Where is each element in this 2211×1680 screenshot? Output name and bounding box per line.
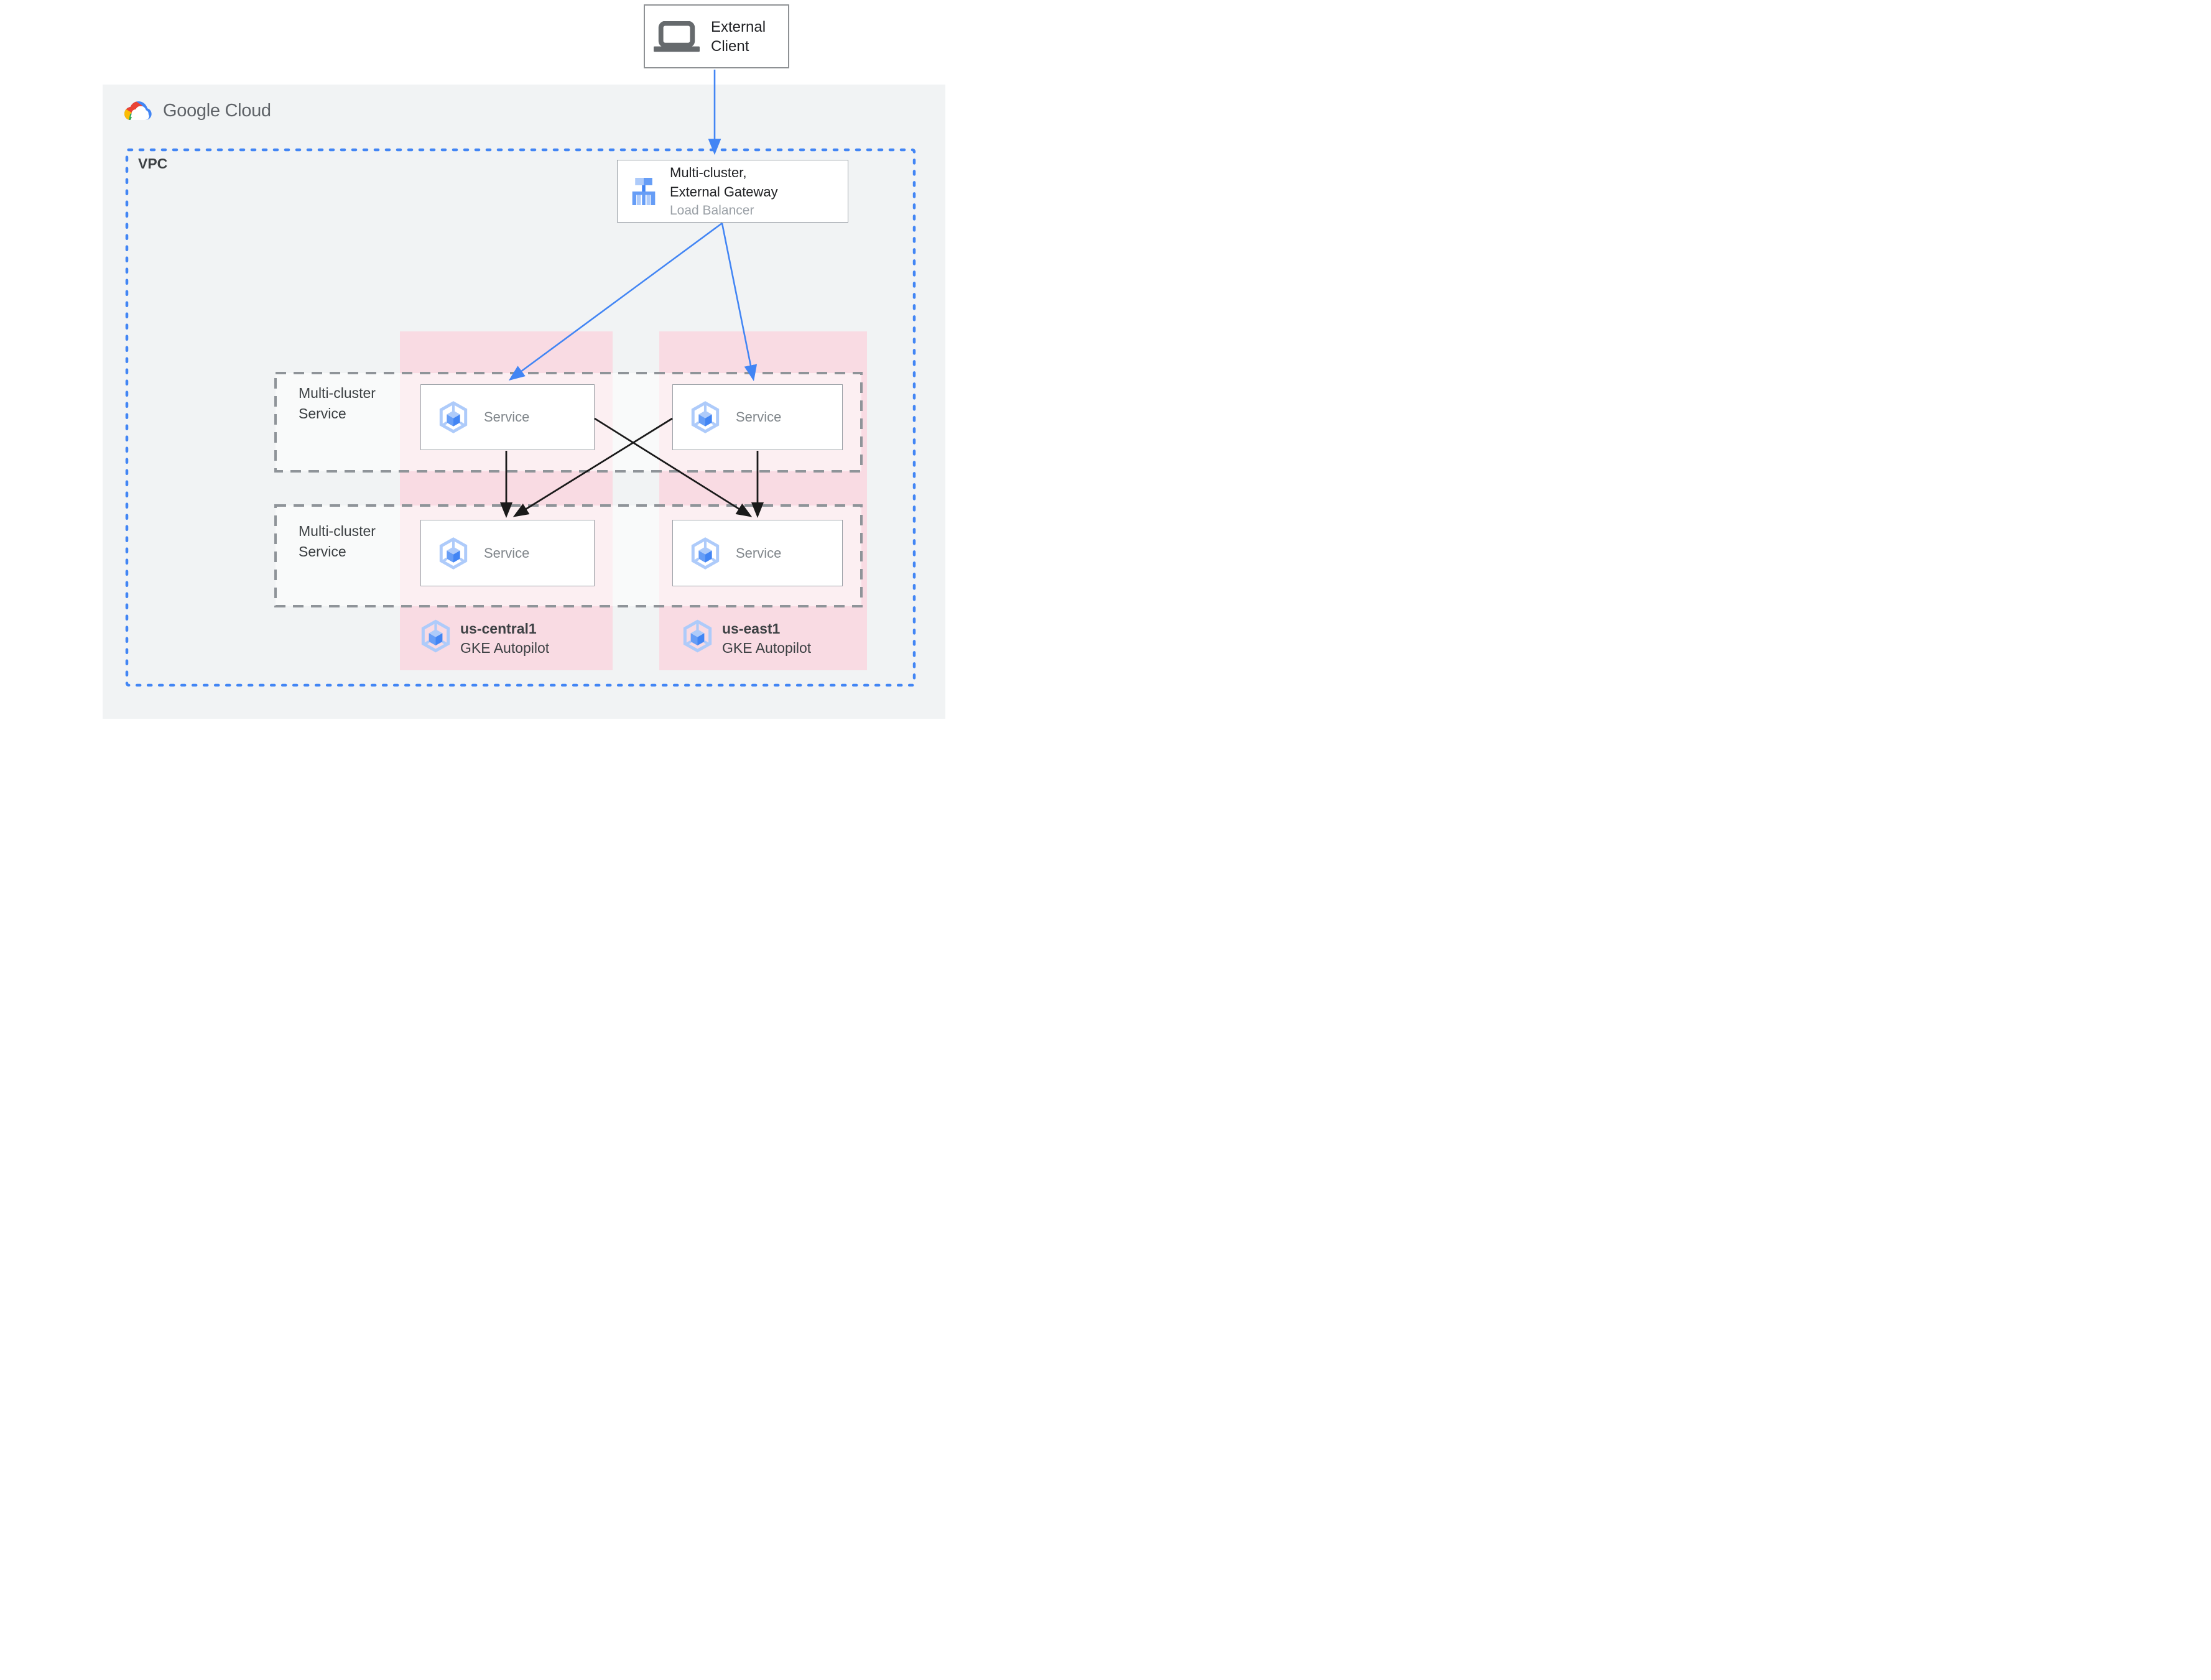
cluster-platform: GKE Autopilot [460, 640, 550, 656]
multi-cluster-service-row-2-label: Multi-cluster Service [299, 523, 376, 560]
external-client-label: External Client [711, 18, 766, 55]
gke-service-icon [439, 537, 468, 570]
cluster-footer-us-central1: us-central1 GKE Autopilot [421, 619, 549, 658]
gke-service-icon [691, 401, 720, 433]
gke-service-icon [439, 401, 468, 433]
google-cloud-icon [124, 101, 152, 120]
service-card-us-central1-row1: Service [420, 384, 595, 450]
vpc-label: VPC [138, 155, 168, 172]
service-label: Service [736, 545, 782, 561]
gke-service-icon [691, 537, 720, 570]
external-client-card: External Client [644, 4, 789, 68]
service-card-us-east1-row2: Service [672, 520, 843, 586]
gateway-title-line2: External Gateway [670, 184, 778, 200]
laptop-icon [654, 21, 700, 52]
cluster-region: us-east1 [722, 621, 781, 637]
cluster-region: us-central1 [460, 621, 537, 637]
gateway-subtitle: Load Balancer [670, 203, 754, 218]
google-cloud-wordmark: Google Cloud [163, 100, 271, 121]
service-card-us-central1-row2: Service [420, 520, 595, 586]
service-card-us-east1-row1: Service [672, 384, 843, 450]
gateway-title-line1: Multi-cluster, [670, 165, 747, 180]
service-label: Service [736, 409, 782, 425]
diagram-canvas: Google Cloud VPC Multi-cluster Service M… [0, 0, 962, 731]
gke-cluster-icon [421, 619, 450, 653]
google-cloud-logo: Google Cloud [122, 97, 271, 124]
load-balancer-icon [632, 177, 656, 205]
cluster-platform: GKE Autopilot [722, 640, 812, 656]
multi-cluster-service-row-1-label: Multi-cluster Service [299, 385, 376, 422]
gateway-load-balancer-card: Multi-cluster, External Gateway Load Bal… [617, 160, 848, 223]
service-label: Service [484, 409, 530, 425]
service-label: Service [484, 545, 530, 561]
cluster-footer-us-east1: us-east1 GKE Autopilot [683, 619, 811, 658]
gke-cluster-icon [683, 619, 712, 653]
